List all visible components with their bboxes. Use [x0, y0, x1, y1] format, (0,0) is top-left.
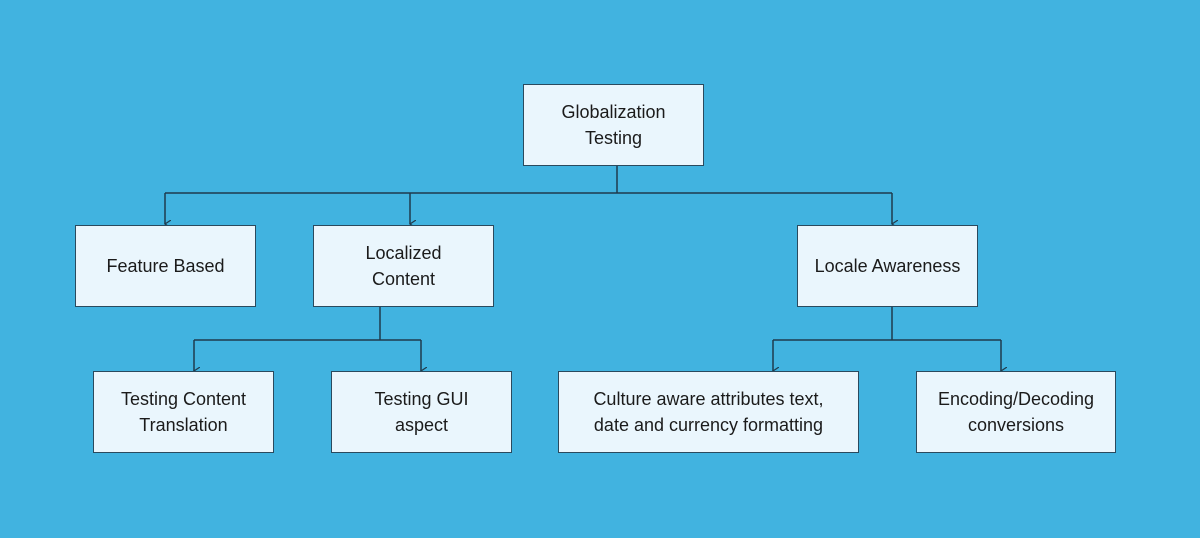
node-encoding-decoding: Encoding/Decoding conversions — [916, 371, 1116, 453]
node-label: Locale Awareness — [814, 256, 961, 276]
edge-localized-children — [194, 306, 421, 371]
node-globalization-testing: Globalization Testing — [523, 84, 704, 166]
node-label: Testing Content Translation — [120, 389, 247, 435]
node-label: Feature Based — [106, 256, 225, 276]
node-label: Culture aware attributes text, date and … — [593, 389, 824, 435]
node-testing-gui-aspect: Testing GUI aspect — [331, 371, 512, 453]
node-locale-awareness: Locale Awareness — [797, 225, 978, 307]
node-testing-content-translation: Testing Content Translation — [93, 371, 274, 453]
node-feature-based: Feature Based — [75, 225, 256, 307]
node-label: Testing GUI aspect — [374, 389, 469, 435]
edge-root-children — [165, 165, 892, 224]
node-label: Globalization Testing — [561, 102, 666, 148]
node-localized-content: Localized Content — [313, 225, 494, 307]
node-label: Encoding/Decoding conversions — [937, 389, 1095, 435]
edge-locale-children — [773, 306, 1001, 371]
node-culture-aware-attributes: Culture aware attributes text, date and … — [558, 371, 859, 453]
node-label: Localized Content — [365, 243, 442, 289]
